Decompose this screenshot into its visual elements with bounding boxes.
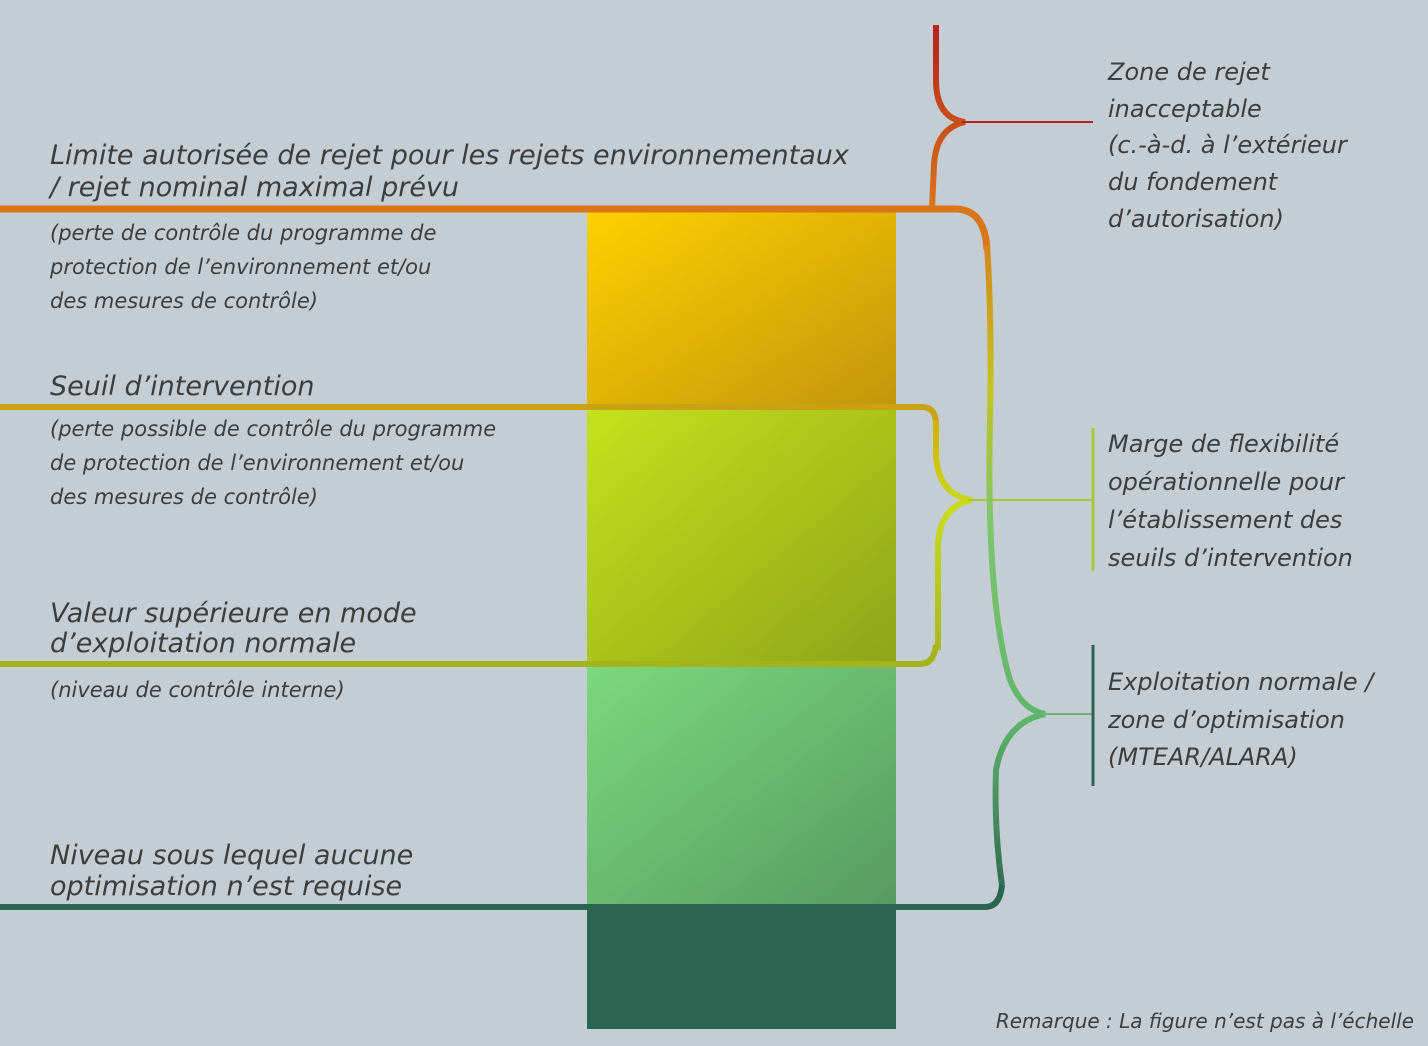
flex-margin-line-3: l’établissement des [1108,506,1342,534]
reject-zone-line-1: Zone de rejet [1107,58,1271,86]
flex-margin-line-2: opérationnelle pour [1108,468,1346,496]
limit-title-1: Limite autorisée de rejet pour les rejet… [50,140,850,171]
reject-zone-line-5: d’autorisation) [1108,205,1284,233]
limit-level-line [0,205,991,251]
normal-zone-brace [984,244,1046,886]
zone-block-action-range [587,210,896,406]
zone-block-below-optimization [587,906,896,1029]
zone-block-normal-operation [587,666,896,906]
normal-zone-line-2: zone d’optimisation [1107,706,1345,734]
upper-title-2: d’exploitation normale [50,628,356,659]
lower-title-2: optimisation n’est requise [50,871,402,902]
action-sub-2: de protection de l’environnement et/ou [50,451,464,475]
normal-zone-line-1: Exploitation normale / [1108,668,1376,696]
flex-margin-brace [933,420,973,650]
scale-note: Remarque : La figure n’est pas à l’échel… [996,1009,1414,1033]
limit-sub-2: protection de l’environnement et/ou [49,255,431,279]
lower-title-1: Niveau sous lequel aucune [50,840,413,871]
upper-sub-1: (niveau de contrôle interne) [50,678,345,702]
reject-zone-line-2: inacceptable [1108,95,1262,123]
no-optimization-level-line [0,884,1005,910]
action-title: Seuil d’intervention [50,371,315,402]
upper-title-1: Valeur supérieure en mode [50,598,417,629]
flex-margin-line-1: Marge de flexibilité [1108,430,1339,458]
reject-zone-line-3: (c.-à-d. à l’extérieur [1108,131,1349,159]
limit-title-2: / rejet nominal maximal prévu [48,172,459,203]
normal-zone-line-3: (MTEAR/ALARA) [1108,743,1298,771]
limit-sub-3: des mesures de contrôle) [50,289,318,313]
action-sub-1: (perte possible de contrôle du programme [50,417,496,441]
action-sub-3: des mesures de contrôle) [50,485,318,509]
reject-zone-brace [929,25,966,210]
reject-zone-line-4: du fondement [1108,168,1279,196]
limit-sub-1: (perte de contrôle du programme de [50,221,436,245]
zone-block-flex-margin [587,406,896,666]
flex-margin-line-4: seuils d’intervention [1108,544,1353,572]
